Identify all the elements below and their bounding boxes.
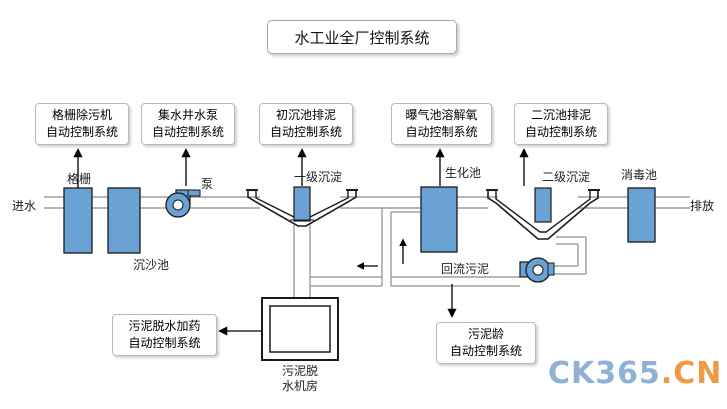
bio-tank-label: 生化池 [445,166,482,180]
return-sludge-label: 回流污泥 [441,262,490,276]
dewater-control-line1: 污泥脱水加药 [128,319,201,333]
aeration-control-box: 曝气池溶解氧 自动控制系统 [391,103,492,145]
grille-tank [63,187,93,254]
primary-control-box: 初沉池排泥 自动控制系统 [259,103,353,145]
control-arrows [73,148,529,336]
dewatering-room [261,297,339,361]
dewater-control-line2: 自动控制系统 [128,336,201,350]
aeration-control-line1: 曝气池溶解氧 [405,108,478,122]
sludge-age-control-box: 污泥龄 自动控制系统 [436,322,536,364]
grille-control-line1: 格栅除污机 [51,108,112,122]
sludge-age-control-line1: 污泥龄 [467,327,504,341]
main-pipe [44,190,690,298]
grille-control-line2: 自动控制系统 [45,125,118,139]
dewater-room-label-1: 污泥脱 [282,364,319,378]
pump-control-line2: 自动控制系统 [151,125,224,139]
secondary-clarifier-label: 二级沉淀 [542,170,591,184]
aeration-control-line2: 自动控制系统 [405,125,478,139]
dewater-control-box: 污泥脱水加药 自动控制系统 [112,314,217,356]
secondary-control-box: 二沉池排泥 自动控制系统 [514,103,608,145]
bio-tank [420,186,458,253]
secondary-control-line1: 二沉池排泥 [530,108,591,122]
disinfection-tank [627,187,656,243]
primary-control-line1: 初沉池排泥 [275,108,336,122]
secondary-control-line2: 自动控制系统 [524,125,597,139]
return-pump [519,257,555,283]
grit-chamber [107,187,141,254]
disinfection-label: 消毒池 [621,168,658,182]
logo-suffix: .CN [660,356,723,391]
grille-control-box: 格栅除污机 自动控制系统 [35,103,129,145]
lift-pump [165,189,201,218]
sludge-age-control-line2: 自动控制系统 [449,344,522,358]
page-title: 水工业全厂控制系统 [267,20,457,54]
primary-control-line2: 自动控制系统 [269,125,342,139]
primary-clarifier [246,186,358,227]
grille-label: 格栅 [67,172,92,186]
pump-label: 泵 [201,177,214,191]
logo-main: CK365 [548,356,661,391]
grit-chamber-label: 沉沙池 [133,258,170,272]
pump-control-box: 集水井水泵 自动控制系统 [141,103,235,145]
primary-clarifier-label: 一级沉淀 [294,170,343,184]
secondary-clarifier [486,187,600,240]
site-logo: CK365.CN [548,356,722,391]
dewater-room-label-2: 水机房 [282,379,319,393]
outlet-label: 排放 [690,199,715,213]
inlet-label: 进水 [12,199,37,213]
pump-control-line1: 集水井水泵 [157,108,218,122]
